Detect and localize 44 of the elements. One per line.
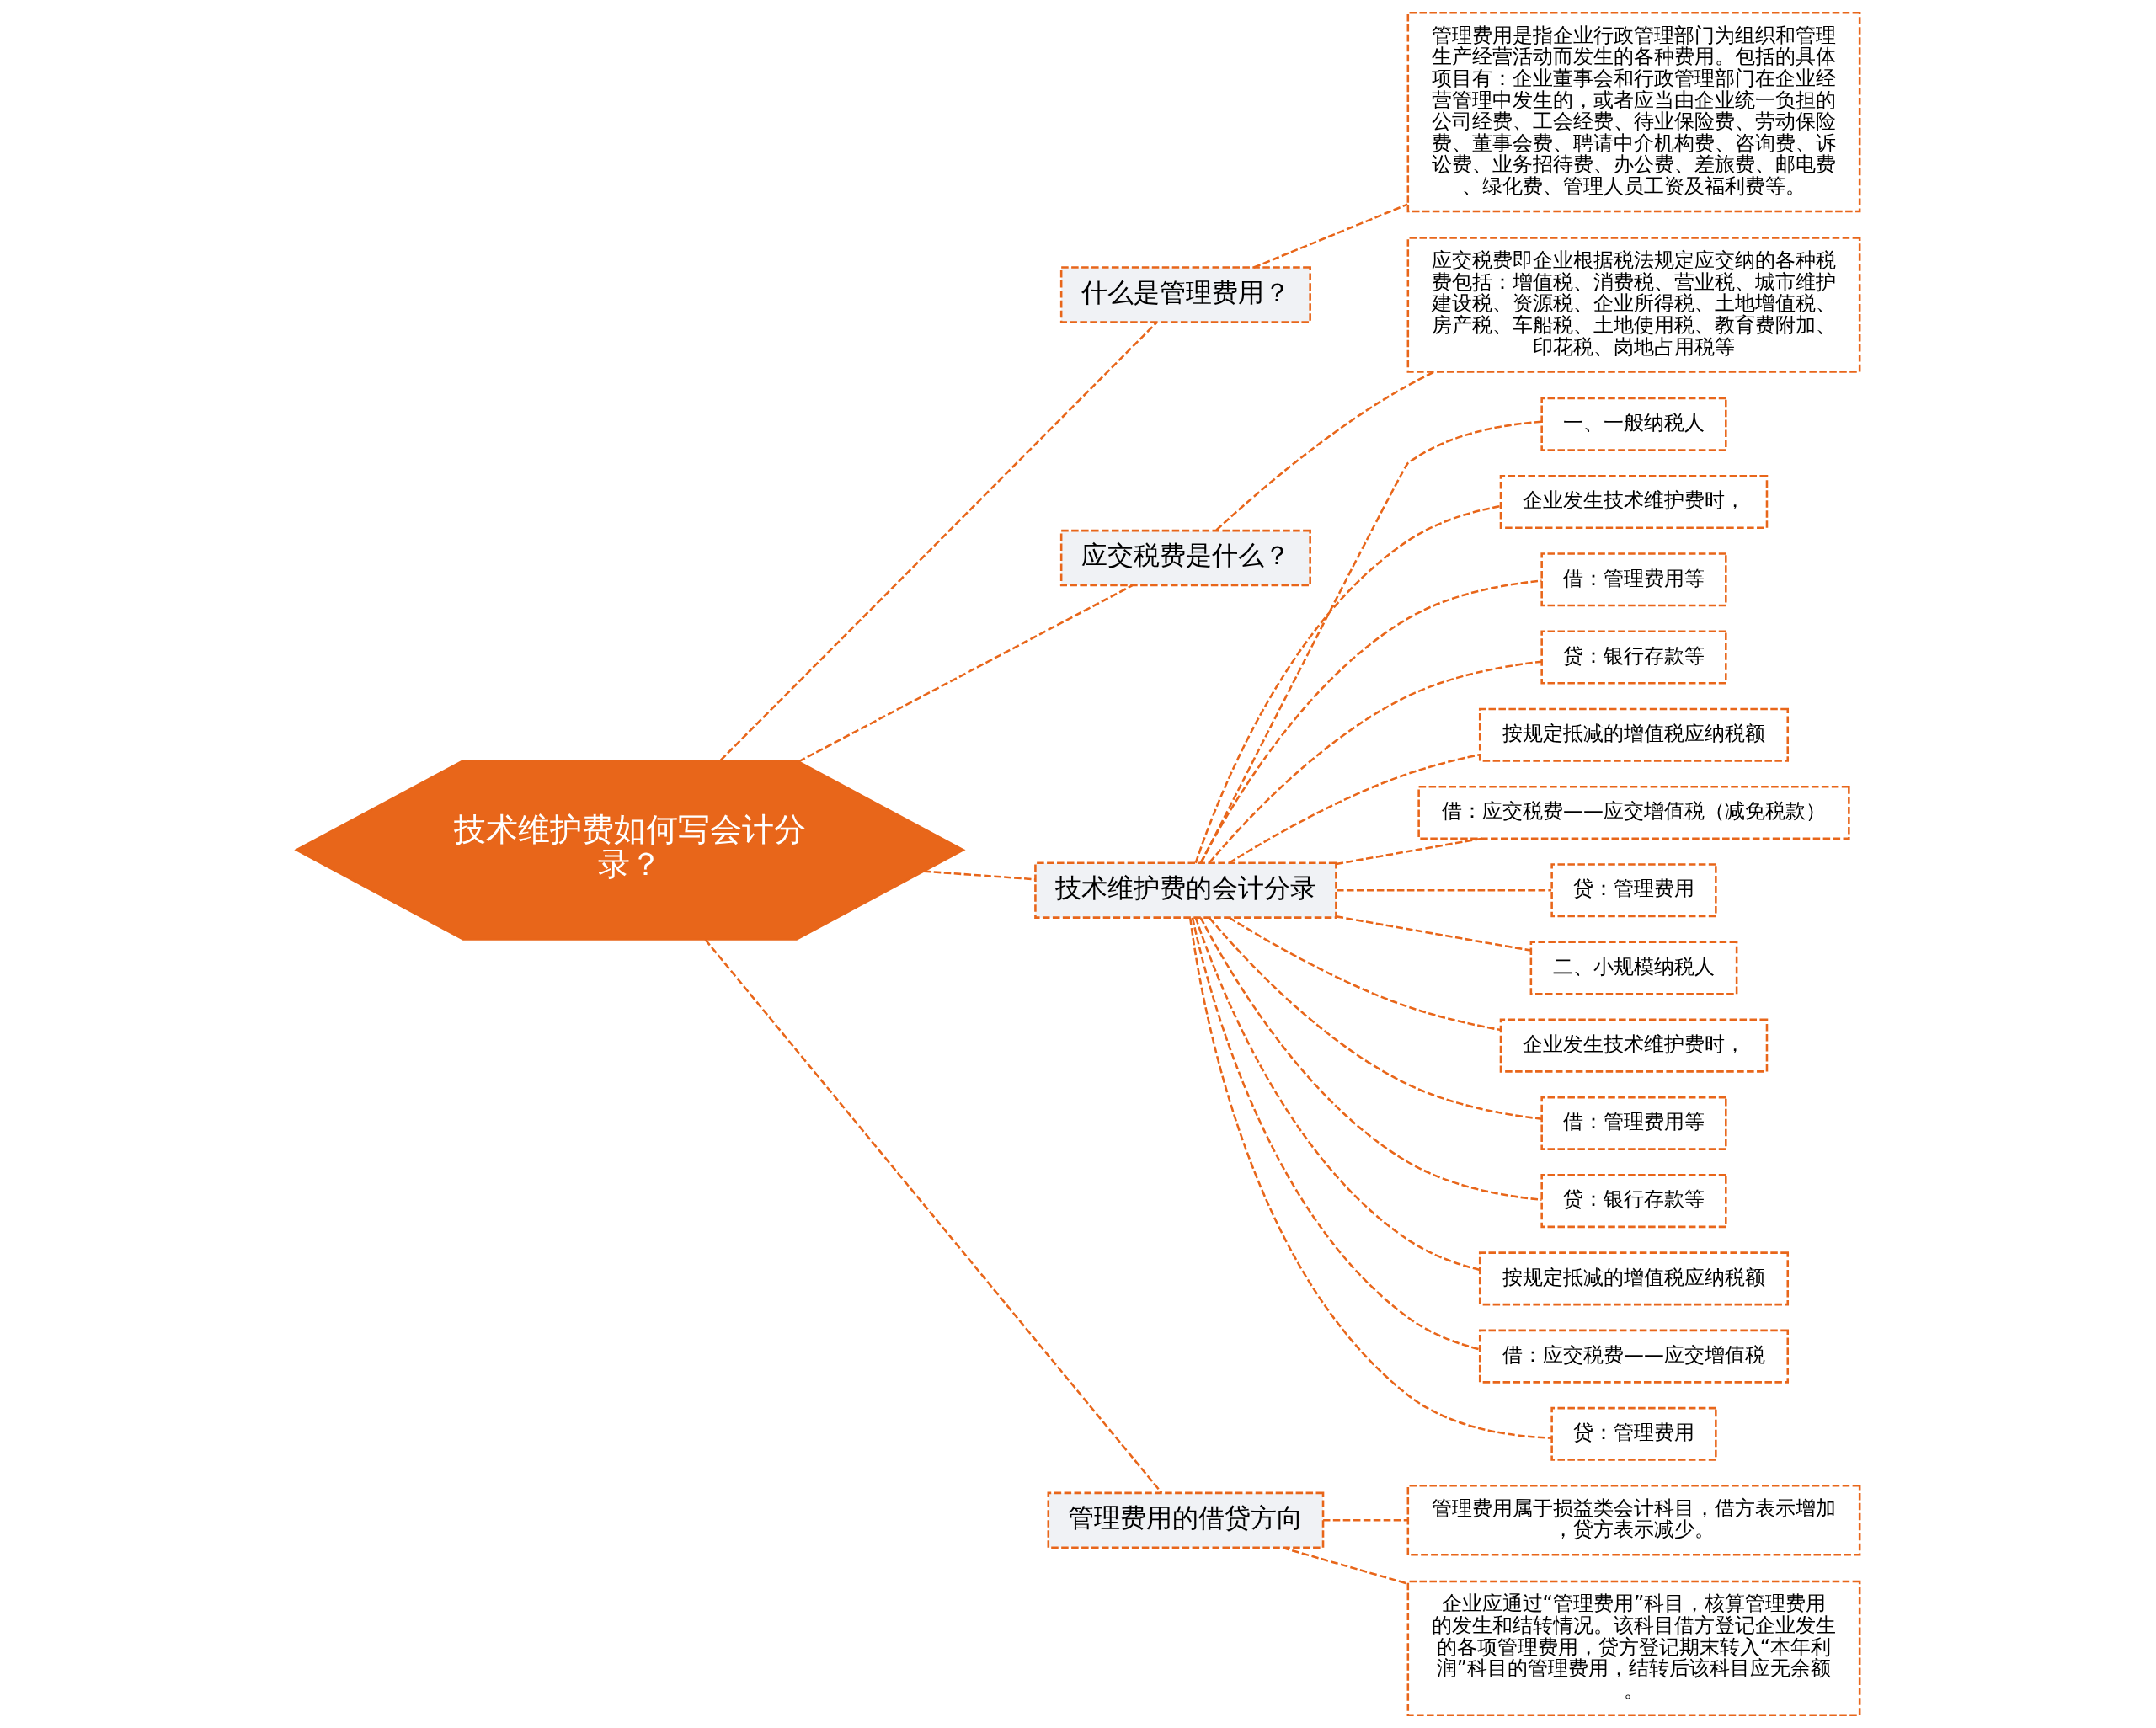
connector bbox=[1253, 203, 1408, 269]
node-box: 借：应交税费——应交增值税 bbox=[1478, 1329, 1790, 1384]
node-box: 按规定抵减的增值税应纳税额 bbox=[1478, 707, 1790, 762]
connector bbox=[1229, 916, 1502, 1032]
node-box: 按规定抵减的增值税应纳税额 bbox=[1478, 1251, 1790, 1306]
node-box: 管理费用是指企业行政管理部门为组织和管理生产经营活动而发生的各种费用。包括的具体项目有：企业董事会和行政管理部门在企业经营管理中发生的，或者应当由企业统一负担的公司经费、工会经费、待业保险费、劳动保险费、董事会费、聘请中介机构费、咨询费、诉讼费、业务招待费、办公费、差旅费、邮电费、绿化费、管理人员工资及福利费等。 bbox=[1406, 11, 1861, 213]
connector bbox=[1200, 420, 1542, 863]
connector bbox=[1209, 917, 1542, 1120]
connector bbox=[719, 322, 1158, 761]
node-box: 技术维护费的会计分录 bbox=[1034, 861, 1337, 919]
node-box: 借：应交税费——应交增值税（减免税款） bbox=[1417, 785, 1850, 840]
connector bbox=[1194, 917, 1481, 1272]
node-box: 贷：管理费用 bbox=[1550, 1406, 1717, 1461]
node-box: 一、一般纳税人 bbox=[1540, 397, 1727, 451]
connector bbox=[1209, 660, 1542, 863]
node-box: 借：管理费用等 bbox=[1540, 1096, 1727, 1150]
node-box: 贷：银行存款等 bbox=[1540, 630, 1727, 685]
connector bbox=[1199, 579, 1542, 864]
connector bbox=[1337, 888, 1552, 892]
node-box: 企业发生技术维护费时， bbox=[1499, 474, 1769, 529]
node-box: 企业应通过“管理费用”科目，核算管理费用的发生和结转情况。该科目借方登记企业发生的各项管理费用，贷方登记期末转入“本年利润”科目的管理费用，结转后该科目应无余额。 bbox=[1406, 1580, 1861, 1717]
connector bbox=[1199, 917, 1542, 1201]
connector bbox=[1229, 753, 1481, 864]
node-box: 应交税费即企业根据税法规定应交纳的各种税费包括：增值税、消费税、营业税、城市维护建设税、资源税、企业所得税、土地增值税、房产税、车船税、土地使用税、教育费附加、印花税、岗地占用税等 bbox=[1406, 237, 1861, 373]
connector bbox=[1336, 915, 1531, 952]
connector bbox=[1282, 1546, 1408, 1585]
node-box: 应交税费是什么？ bbox=[1059, 529, 1311, 587]
node-box: 二、小规模纳税人 bbox=[1529, 941, 1738, 995]
node-box: 借：管理费用等 bbox=[1540, 552, 1727, 607]
connector bbox=[1215, 371, 1435, 531]
connector bbox=[923, 870, 1036, 881]
node-box: 什么是管理费用？ bbox=[1059, 266, 1311, 323]
node-box: 贷：银行存款等 bbox=[1540, 1174, 1727, 1229]
connector bbox=[1194, 504, 1501, 864]
node-box: 管理费用的借贷方向 bbox=[1047, 1491, 1325, 1549]
node-box: 贷：管理费用 bbox=[1550, 863, 1717, 918]
connector bbox=[1189, 918, 1552, 1439]
connector bbox=[704, 939, 1163, 1494]
node-box: 管理费用属于损益类会计科目，借方表示增加，贷方表示减少。 bbox=[1406, 1485, 1861, 1556]
connector bbox=[1191, 917, 1481, 1351]
connector bbox=[798, 584, 1133, 763]
connector bbox=[1323, 1519, 1408, 1522]
connector bbox=[1336, 837, 1483, 866]
node-box: 企业发生技术维护费时， bbox=[1499, 1018, 1769, 1073]
